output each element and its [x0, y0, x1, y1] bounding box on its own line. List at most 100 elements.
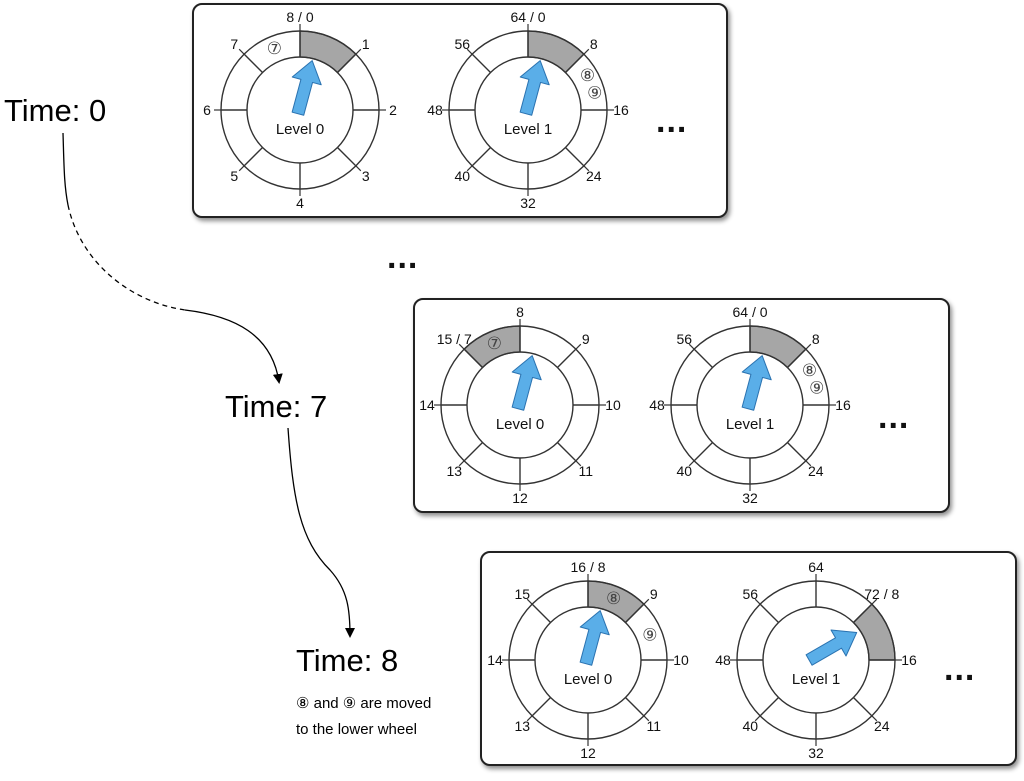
slot-divider [336, 53, 357, 74]
slot-label: 10 [673, 652, 689, 668]
slot-label: 32 [808, 745, 824, 761]
slot-divider [564, 53, 585, 74]
slot-label: 10 [605, 397, 621, 413]
slot-divider [786, 441, 807, 462]
level-label: Level 0 [564, 671, 612, 688]
flow-arrow-7 [287, 427, 355, 638]
task-marker: ⑦ [267, 39, 282, 58]
slot-tick [526, 598, 533, 605]
task-marker: ⑧ [802, 361, 817, 380]
slot-label: 40 [676, 463, 692, 479]
slot-label: 15 [514, 586, 530, 602]
slot-tick [526, 715, 533, 722]
slot-label: 32 [742, 490, 758, 506]
slot-label: 16 [835, 397, 851, 413]
slot-divider [463, 348, 484, 369]
slot-divider [243, 53, 264, 74]
pointer-arrow-icon [579, 610, 610, 666]
ellipsis-panel-7: ... [878, 398, 910, 436]
slot-label: 24 [586, 168, 602, 184]
slot-label: 2 [389, 102, 397, 118]
slot-label: 56 [742, 586, 758, 602]
slot-label: 8 [516, 304, 524, 320]
move-note-line-1: ⑧ and ⑨ are moved [296, 695, 432, 712]
slot-tick [643, 598, 650, 605]
slot-tick [688, 343, 695, 350]
time-label-0: Time: 0 [4, 93, 107, 128]
slot-label: 4 [296, 195, 304, 211]
slot-label: 40 [742, 718, 758, 734]
slot-divider [693, 441, 714, 462]
slot-label: 72 / 8 [864, 586, 899, 602]
slot-tick [458, 460, 465, 467]
slot-label: 8 / 0 [286, 9, 313, 25]
slot-label: 16 [901, 652, 917, 668]
move-note: ⑧ and ⑨ are moved to the lower wheel [296, 691, 431, 743]
slot-label: 14 [487, 652, 503, 668]
ellipsis-panel-8: ... [944, 650, 976, 688]
slot-label: 32 [520, 195, 536, 211]
slot-label: 15 / 7 [437, 331, 472, 347]
slot-divider [531, 603, 552, 624]
level-label: Level 0 [496, 416, 544, 433]
level-label: Level 1 [726, 416, 774, 433]
slot-tick [871, 715, 878, 722]
slot-label: 3 [362, 168, 370, 184]
flow-arrow-0-dashed [67, 204, 186, 311]
slot-divider [759, 603, 780, 624]
slot-label: 64 / 0 [510, 9, 545, 25]
task-marker: ⑧ [606, 589, 621, 608]
pointer-arrow-icon [805, 629, 858, 666]
slot-label: 1 [362, 36, 370, 52]
slot-label: 24 [874, 718, 890, 734]
slot-label: 48 [427, 102, 443, 118]
task-marker: ⑧ [580, 66, 595, 85]
slot-divider [852, 603, 873, 624]
slot-tick [575, 460, 582, 467]
slot-tick [466, 165, 473, 172]
slot-tick [583, 165, 590, 172]
slot-tick [754, 715, 761, 722]
slot-label: 16 / 8 [570, 559, 605, 575]
slot-divider [556, 348, 577, 369]
slot-tick [805, 460, 812, 467]
flow-arrow-0-tail [184, 309, 283, 384]
pointer-arrow-icon [511, 355, 542, 411]
slot-label: 11 [578, 463, 593, 479]
slot-tick [355, 165, 362, 172]
slot-label: 56 [454, 36, 470, 52]
slot-tick [466, 48, 473, 55]
task-marker: ⑨ [809, 379, 824, 398]
slot-label: 8 [590, 36, 598, 52]
slot-tick [575, 343, 582, 350]
slot-label: 13 [446, 463, 462, 479]
ellipsis-between-panels: ... [387, 238, 419, 276]
slot-tick [355, 48, 362, 55]
slot-label: 6 [203, 102, 211, 118]
slot-label: 9 [582, 331, 590, 347]
flow-arrow-0-solid [62, 132, 69, 206]
slot-tick [238, 48, 245, 55]
slot-label: 24 [808, 463, 824, 479]
slot-label: 12 [512, 490, 528, 506]
slot-label: 7 [230, 36, 238, 52]
slot-divider [624, 696, 645, 717]
task-marker: ⑨ [642, 625, 657, 644]
slot-label: 12 [580, 745, 596, 761]
slot-label: 9 [650, 586, 658, 602]
level-label: Level 0 [276, 121, 324, 138]
slot-tick [754, 598, 761, 605]
slot-divider [759, 696, 780, 717]
time-label-7: Time: 7 [225, 389, 328, 424]
slot-divider [463, 441, 484, 462]
task-marker: ⑨ [587, 84, 602, 103]
move-note-line-2: to the lower wheel [296, 721, 417, 738]
slot-divider [564, 146, 585, 167]
slot-divider [471, 53, 492, 74]
